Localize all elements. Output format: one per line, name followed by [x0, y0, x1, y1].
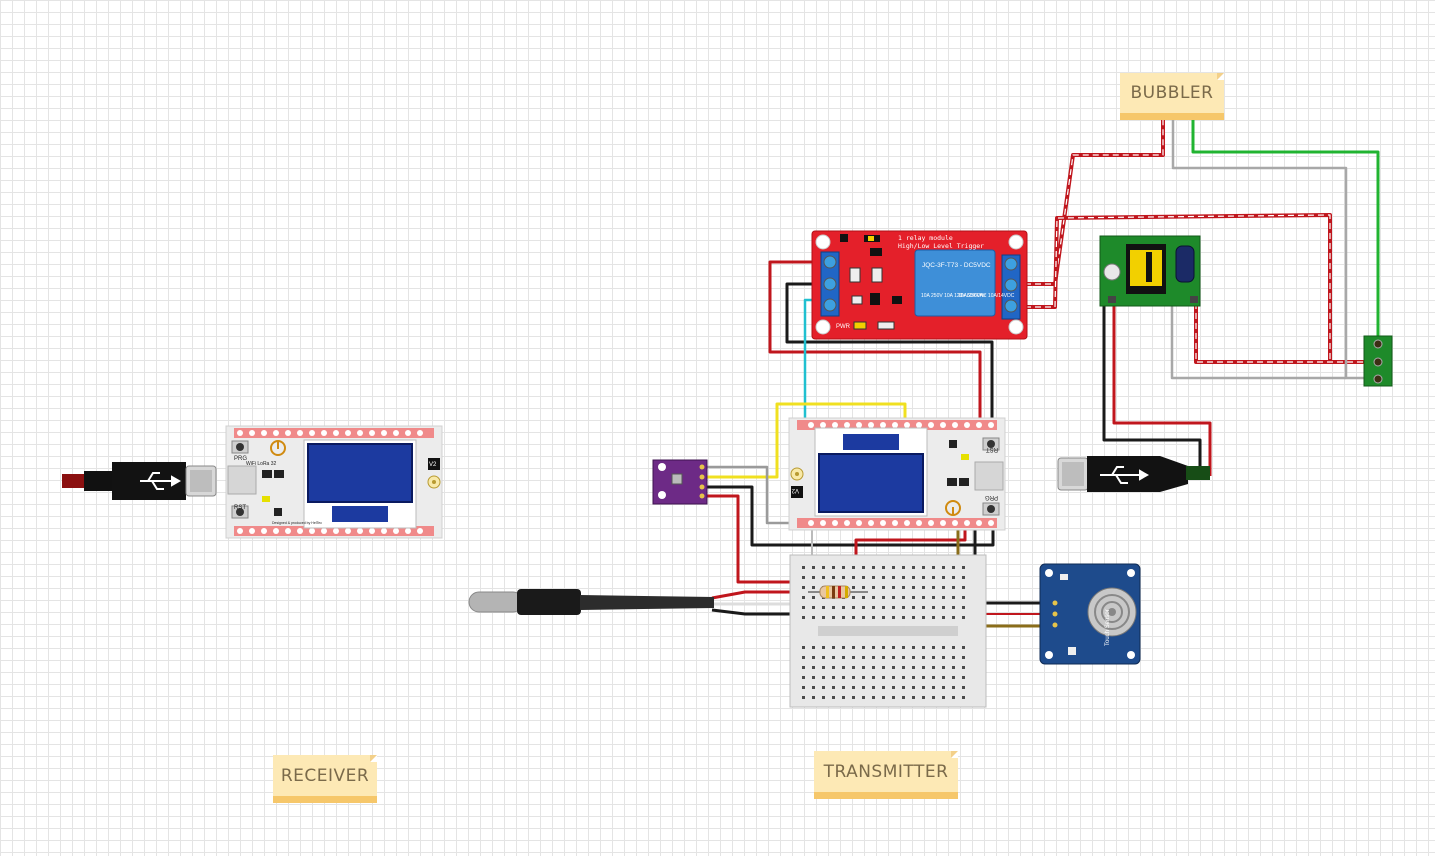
wire-gray-bubbler — [1171, 118, 1381, 380]
touch-sensor-label: Touch Sensor — [1105, 609, 1111, 646]
heltec-lora-board-receiver — [225, 425, 443, 539]
wire-green-bubbler — [1191, 118, 1380, 342]
wire-red-psu-bubbler — [1194, 303, 1381, 364]
touch-sensor-module — [1039, 563, 1141, 665]
receiver-rst-label: RST — [234, 505, 246, 511]
wire-red-psu-usb — [1112, 303, 1212, 476]
transmitter-prg-label: PRG — [985, 494, 998, 500]
usb-icon — [140, 472, 182, 490]
ac-dc-power-module — [1099, 235, 1201, 307]
bme280-sensor — [652, 459, 708, 505]
wire-red-relay-psu — [1025, 213, 1381, 364]
relay-pwr-label: PWR — [836, 324, 851, 330]
receiver-wifi-label: WiFi LoRa 32 — [246, 461, 277, 467]
wire-black-psu-usb — [1102, 303, 1202, 474]
relay-title-line1: 1 relay module — [898, 234, 953, 242]
wire-red-relay-vcc — [768, 260, 982, 428]
relay-module — [811, 230, 1028, 340]
wire-gray-psu — [1170, 303, 1346, 380]
note-bubbler: BUBBLER — [1120, 73, 1224, 120]
relay-title-line2: High/Low Level Trigger — [898, 242, 984, 250]
ds18b20-temperature-probe — [468, 589, 714, 615]
receiver-credit: Designed & produced by HelTec — [272, 521, 322, 525]
relay-rating-left: 10A 250V 10A 120V 50/60Hz — [921, 293, 986, 299]
transmitter-v2-label: V2 — [791, 487, 799, 493]
wires — [706, 118, 1381, 628]
bubbler-terminal — [1363, 335, 1393, 387]
relay-rating-right: 10A/250VAC 10A/14VDC — [958, 293, 1015, 299]
note-receiver: RECEIVER — [273, 755, 377, 803]
relay-model-label: JQC-3F-T73 - DC5VDC — [922, 262, 991, 269]
wire-yellow-esp — [706, 402, 907, 479]
transmitter-rst-label: RST — [986, 446, 998, 452]
usb-cable-receiver — [62, 462, 217, 500]
receiver-v2-label: V2 — [429, 462, 437, 468]
note-transmitter: TRANSMITTER — [814, 751, 958, 799]
resistor — [808, 585, 868, 599]
usb-cable-transmitter — [1057, 456, 1210, 492]
receiver-prg-label: PRG — [234, 456, 247, 462]
wire-black-relay-gnd — [785, 282, 994, 428]
breadboard — [789, 554, 987, 708]
wire-black-bme — [706, 485, 995, 547]
heltec-lora-board-transmitter — [788, 417, 1006, 531]
